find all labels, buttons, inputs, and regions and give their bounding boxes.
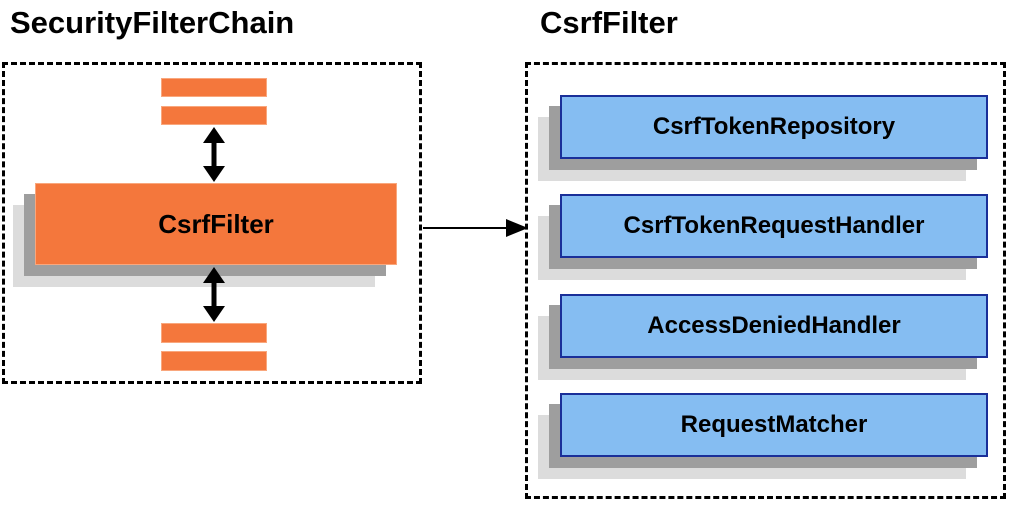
- connector-arrow-head-icon: [506, 219, 528, 237]
- component-label: RequestMatcher: [560, 393, 988, 457]
- security-filter-chain-container: [2, 62, 422, 384]
- component-box-request-matcher: RequestMatcher: [538, 393, 988, 479]
- filter-placeholder-bar-top-1: [161, 78, 267, 97]
- component-box-access-denied-handler: AccessDeniedHandler: [538, 294, 988, 380]
- security-filter-chain-title: SecurityFilterChain: [10, 5, 295, 40]
- component-label: AccessDeniedHandler: [560, 294, 988, 358]
- arrow-shaft: [211, 140, 217, 169]
- bidirectional-arrow-bottom-icon: [203, 267, 225, 322]
- bidirectional-arrow-top-icon: [203, 127, 225, 182]
- component-label: CsrfTokenRepository: [560, 95, 988, 159]
- filter-placeholder-bar-bottom-1: [161, 323, 267, 343]
- csrf-filter-box-label: CsrfFilter: [35, 183, 397, 265]
- arrow-up-head-icon: [203, 127, 225, 143]
- arrow-down-head-icon: [203, 306, 225, 322]
- connector-arrow-line: [423, 227, 509, 229]
- arrow-up-head-icon: [203, 267, 225, 283]
- component-box-csrf-token-request-handler: CsrfTokenRequestHandler: [538, 194, 988, 280]
- arrow-down-head-icon: [203, 166, 225, 182]
- csrf-filter-title: CsrfFilter: [540, 5, 678, 40]
- csrf-filter-box: CsrfFilter: [13, 183, 397, 287]
- component-box-csrf-token-repository: CsrfTokenRepository: [538, 95, 988, 181]
- filter-placeholder-bar-bottom-2: [161, 351, 267, 371]
- component-label: CsrfTokenRequestHandler: [560, 194, 988, 258]
- csrf-filter-container: [525, 62, 1006, 499]
- filter-placeholder-bar-top-2: [161, 106, 267, 125]
- arrow-shaft: [211, 280, 217, 309]
